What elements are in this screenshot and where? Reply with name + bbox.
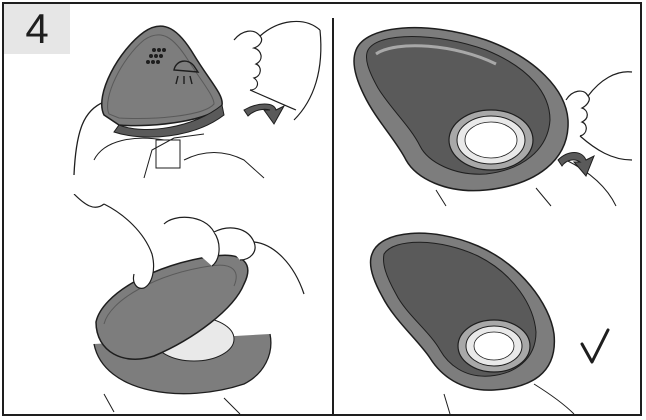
mounted-bowl-illustration <box>354 224 634 416</box>
step-number: 4 <box>25 8 48 50</box>
panel-remove-cover <box>64 10 330 180</box>
panel-rotate-bowl <box>336 10 636 210</box>
checkmark-icon <box>582 330 608 362</box>
remove-cover-illustration <box>64 10 330 180</box>
step-number-badge: 4 <box>4 4 70 54</box>
press-cover-illustration <box>44 194 330 416</box>
panel-press-cover <box>44 194 330 416</box>
rotate-arrow-icon <box>244 104 284 124</box>
rotate-arrow-icon <box>558 153 594 177</box>
instruction-frame: 4 <box>2 2 642 416</box>
panel-divider <box>332 18 334 414</box>
cover-shape <box>102 26 222 126</box>
rotate-bowl-illustration <box>336 10 636 210</box>
panel-mounted-bowl <box>354 224 634 416</box>
